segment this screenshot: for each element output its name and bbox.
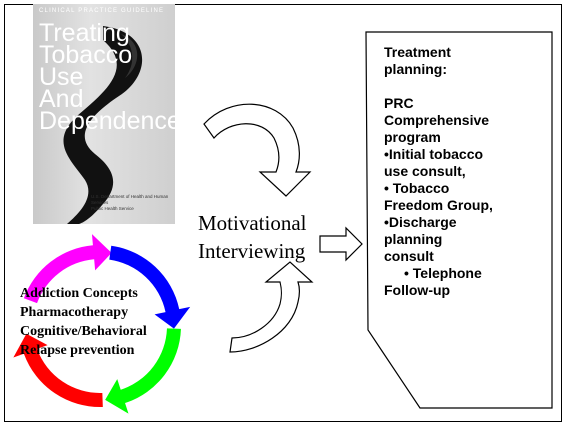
plan-bullet: planning xyxy=(384,231,443,247)
plan-bullet: consult xyxy=(384,248,434,264)
plan-bullet: use consult, xyxy=(384,163,466,179)
plan-followup: • Telephone xyxy=(404,265,482,281)
plan-bullet: • Tobacco xyxy=(384,180,450,196)
cover-publisher-line: Public Health Service xyxy=(91,206,134,211)
cycle-topic: Relapse prevention xyxy=(20,343,135,358)
magenta-arrow-icon xyxy=(23,234,112,304)
plan-followup: Follow-up xyxy=(384,282,451,298)
cover-publisher: U.S. Department of Health and Human Serv… xyxy=(91,194,171,212)
plan-bullet: •Initial tobacco xyxy=(384,146,484,162)
motivational-interviewing-label: Motivational Interviewing xyxy=(198,209,307,265)
cover-publisher-line: U.S. Department of Health and Human Serv… xyxy=(91,194,169,205)
cycle-arrows xyxy=(13,234,191,414)
cover-title-line: Dependence xyxy=(39,107,175,135)
plan-program: Comprehensive xyxy=(384,112,490,128)
plan-program: PRC xyxy=(384,95,414,111)
label-line: Interviewing xyxy=(198,239,306,263)
label-line: Motivational xyxy=(198,211,307,235)
green-arrow-icon xyxy=(105,328,181,414)
guideline-cover-image: CLINICAL PRACTICE GUIDELINE Treating Tob… xyxy=(33,4,175,224)
cycle-topic: Addiction Concepts xyxy=(20,286,138,301)
cover-title-line: Treating xyxy=(39,19,130,47)
cover-title-line: And xyxy=(39,85,84,113)
curved-arrow-down-icon xyxy=(203,103,312,197)
cover-title-line: Tobacco Use xyxy=(39,41,133,91)
cover-title: Treating Tobacco Use And Dependence xyxy=(39,19,175,135)
red-arrow-icon xyxy=(13,333,103,407)
plan-heading: Treatment xyxy=(384,44,451,60)
treatment-planning-text: Treatment planning: PRC Comprehensive pr… xyxy=(384,44,544,299)
plan-heading: planning: xyxy=(384,61,447,77)
cycle-topic: Cognitive/Behavioral xyxy=(20,324,147,339)
cover-header: CLINICAL PRACTICE GUIDELINE xyxy=(39,8,165,14)
plan-bullet: •Discharge xyxy=(384,214,457,230)
swirl-graphic xyxy=(63,26,143,224)
curved-arrow-up-icon xyxy=(229,261,314,353)
document-shape xyxy=(365,31,553,409)
blue-arrow-icon xyxy=(109,245,191,329)
plan-bullet: Freedom Group, xyxy=(384,197,493,213)
cycle-topic-list: Addiction Concepts Pharmacotherapy Cogni… xyxy=(20,284,147,360)
cycle-topic: Pharmacotherapy xyxy=(20,305,129,320)
plan-program: program xyxy=(384,129,441,145)
right-arrow-icon xyxy=(319,226,363,262)
